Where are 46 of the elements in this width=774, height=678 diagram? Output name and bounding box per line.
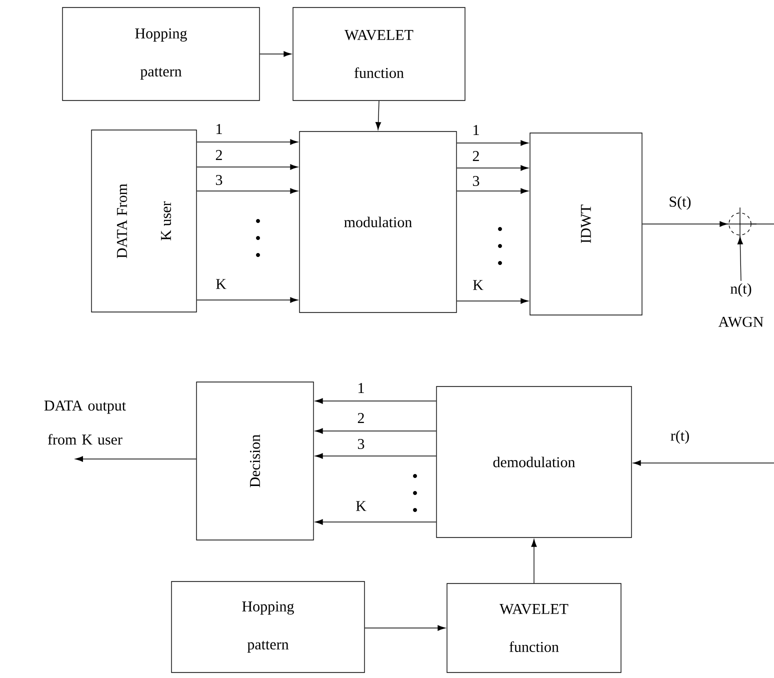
arrow xyxy=(456,165,528,171)
edge-label: K xyxy=(472,279,484,291)
signal-label: n(t) xyxy=(730,283,752,297)
process-box: IDWT xyxy=(530,132,642,316)
process-box: DATA From K user xyxy=(91,130,197,312)
process-box: Decision xyxy=(196,382,314,540)
process-box: modulation xyxy=(299,131,457,313)
edge-label: S(t) xyxy=(668,195,692,211)
arrow xyxy=(456,298,528,304)
edge-label: 2 xyxy=(214,149,224,161)
edge-label: 3 xyxy=(471,174,481,188)
arrow xyxy=(633,460,774,466)
arrow xyxy=(196,139,298,145)
arrow xyxy=(376,100,382,130)
arrow xyxy=(315,453,436,459)
arrow xyxy=(196,164,298,170)
edge-label: 3 xyxy=(356,438,366,450)
output-label: DATA output from K user xyxy=(44,400,126,445)
edge-label: r(t) xyxy=(669,429,691,445)
arrow xyxy=(196,188,298,194)
process-box: WAVELET function xyxy=(446,583,622,673)
arrow xyxy=(642,221,728,227)
edge-label: 1 xyxy=(471,124,481,136)
edge-label: 1 xyxy=(214,123,224,135)
process-box: Hopping pattern xyxy=(171,581,365,673)
arrow xyxy=(531,539,537,584)
arrow xyxy=(456,188,528,194)
edge-label: K xyxy=(354,500,368,512)
edge-label: K xyxy=(214,278,228,290)
arrow xyxy=(260,51,292,57)
arrow xyxy=(75,456,196,462)
arrow xyxy=(456,140,528,146)
process-box: Hopping pattern xyxy=(62,7,260,101)
edge-label: 1 xyxy=(356,382,366,394)
process-box: demodulation xyxy=(436,386,632,538)
edge-label: 3 xyxy=(214,174,224,186)
edge-label: 2 xyxy=(356,412,366,424)
edge-label: 2 xyxy=(471,150,481,162)
side-label: AWGN xyxy=(718,316,764,327)
arrow xyxy=(364,625,446,631)
arrow xyxy=(315,398,436,404)
arrow xyxy=(315,519,436,525)
arrow xyxy=(737,236,743,282)
process-box: WAVELET function xyxy=(292,7,466,101)
arrow xyxy=(196,297,298,303)
arrow xyxy=(315,428,436,434)
